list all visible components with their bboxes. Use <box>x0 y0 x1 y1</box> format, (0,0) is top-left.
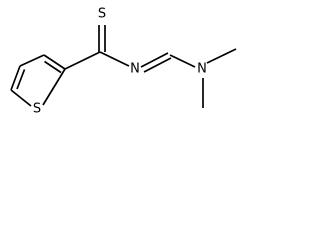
chemical-structure-diagram: S S N N <box>10 7 237 117</box>
bond-c4-c5 <box>10 65 21 91</box>
bond-n-ch-double-b <box>143 57 172 73</box>
amidine-chain <box>140 48 237 108</box>
thioamide-sulfur-label: S <box>98 7 106 22</box>
bond-c3-c4 <box>19 54 45 67</box>
thioamide-group <box>64 25 130 70</box>
bond-s1-c2 <box>42 68 66 106</box>
imine-nitrogen-label: N <box>130 62 140 77</box>
bond-c2-c3 <box>43 54 66 70</box>
bond-thiocarbon-to-nitrogen <box>99 51 130 67</box>
bond-c5-s1 <box>10 89 32 107</box>
bond-n-ch-double-a <box>140 52 169 68</box>
thiophene-sulfur-label: S <box>33 102 41 117</box>
bond-ch-to-amine-n <box>169 54 196 68</box>
bond-ring-to-thiocarbon <box>64 51 101 70</box>
bond-c4-c5-inner <box>16 69 26 90</box>
thiophene-ring <box>10 54 66 107</box>
amine-nitrogen-label: N <box>197 62 207 77</box>
bond-amine-n-to-methyl-up <box>206 48 237 64</box>
bond-c2-c3-inner <box>44 60 62 74</box>
